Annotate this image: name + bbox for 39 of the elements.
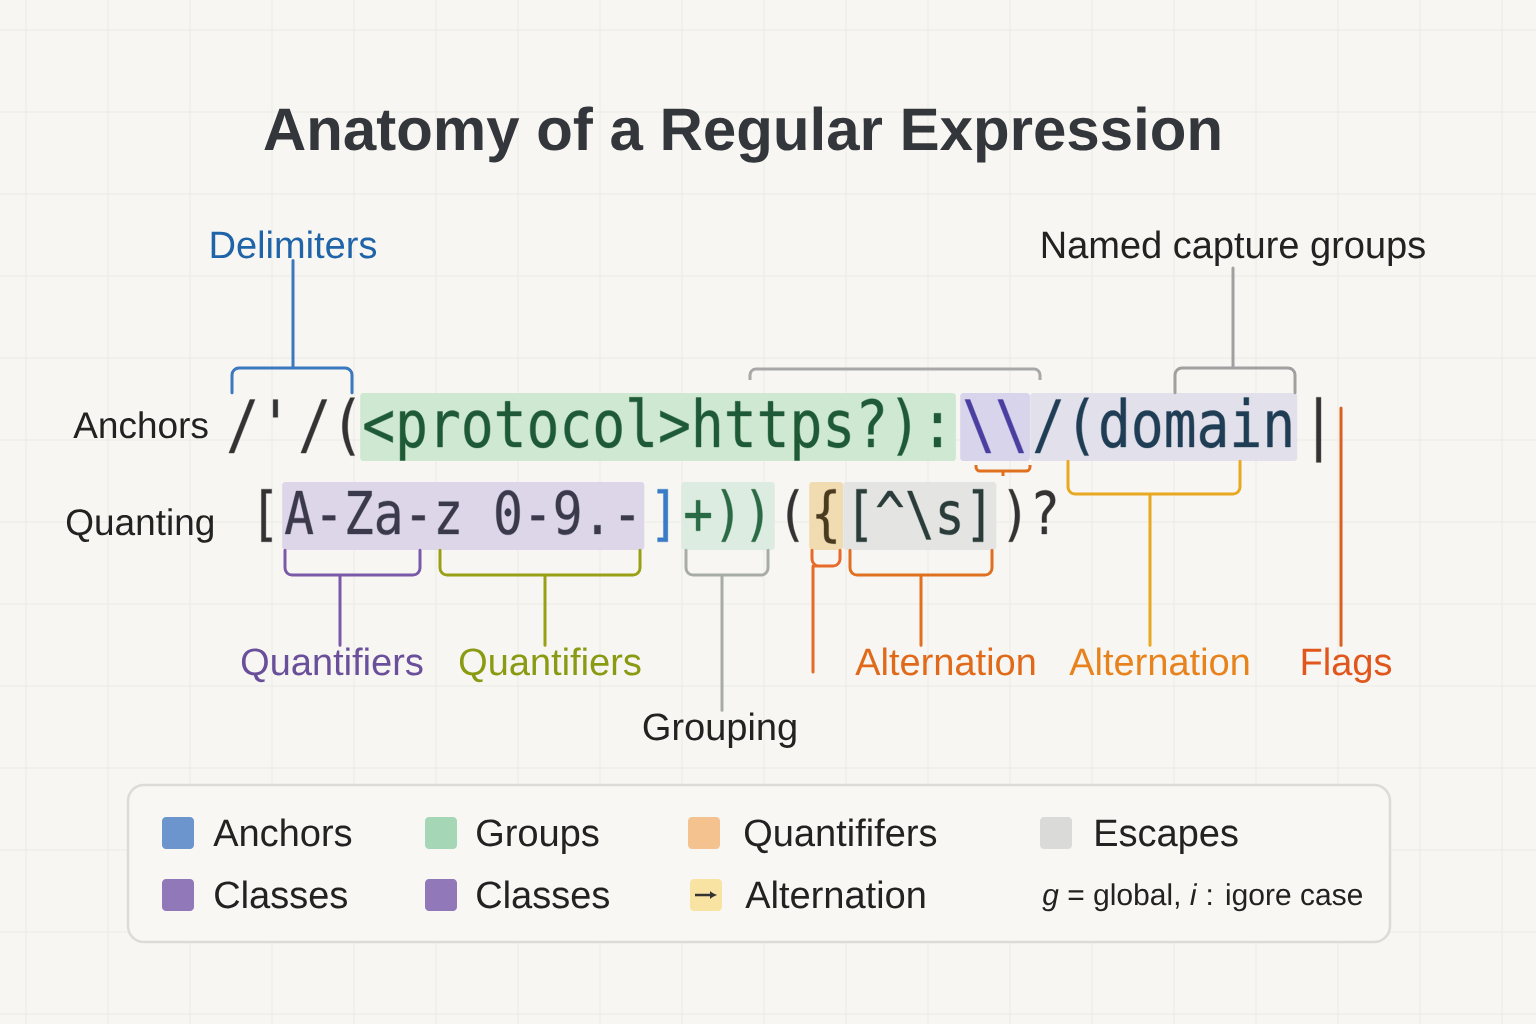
leader-line [1173,266,1297,395]
code-text: )? [1008,489,1056,542]
row-label: Quanting [66,508,213,543]
legend-label: Groups [477,819,599,854]
highlighted-code: { [809,482,844,550]
title: Anatomy of a Regular Expression [264,106,1220,163]
code-text: [ [261,489,272,542]
legend-label: Alternation [745,880,925,909]
highlighted-code: <protocol>https?): [360,393,956,461]
leader-line [684,548,770,712]
highlighted-code: A-Za-z 0-9.- [282,482,645,550]
legend-label: Quantififers [745,818,937,854]
leader-line [1066,459,1242,647]
legend-note: g = global, i : igore case [1042,883,1362,912]
callout-label: Delimiters [211,230,377,259]
callout-label: Grouping [643,712,796,748]
leader-line [438,548,642,647]
highlighted-code: \\ [960,393,1030,461]
highlighted-code: +)) [681,482,775,550]
legend-label: Classes [477,880,609,909]
leader-line [283,548,422,647]
legend-label: Escapes [1096,819,1238,854]
callout-label: Flags [1302,647,1392,683]
code-text: ] [657,489,668,542]
leader-line [848,548,994,647]
callout-label: Quantifiers [459,647,641,683]
callout-label: Quantifiers [241,647,423,683]
leader-line [1339,406,1343,647]
code-text: /'/( [228,397,355,456]
highlighted-code: [^\s] [843,482,997,550]
leader-line [810,548,842,674]
legend-label: Anchors [213,818,352,847]
callout-label: Named capture groups [1042,230,1425,266]
row-label: Anchors [73,411,208,439]
callout-label: Alternation [855,647,1035,676]
code-text: | [1316,397,1321,463]
legend-label: Classes [215,880,347,909]
code-text: ( [787,489,799,542]
callout-label: Alternation [1069,647,1249,676]
